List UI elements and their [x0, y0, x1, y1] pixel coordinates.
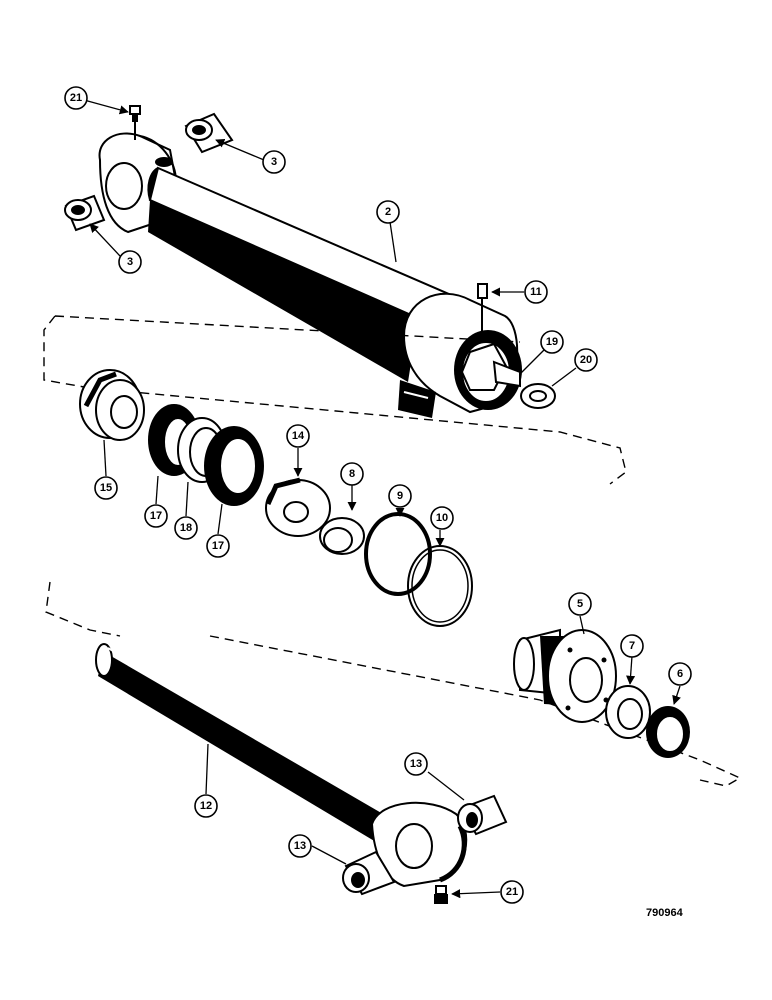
piston-seal-right	[204, 426, 264, 506]
svg-text:19: 19	[546, 336, 558, 348]
callout-6: 6	[668, 662, 692, 686]
bushing-top	[184, 112, 234, 154]
grease-fitting-top	[129, 105, 141, 140]
svg-text:17: 17	[212, 540, 224, 552]
svg-text:9: 9	[397, 490, 403, 502]
piston-nut	[79, 369, 145, 441]
svg-text:7: 7	[629, 640, 635, 652]
backup-washer-14	[265, 477, 331, 537]
wear-ring-8	[319, 517, 365, 555]
leader-lines	[83, 99, 681, 899]
callout-13-upper: 13	[404, 752, 428, 776]
svg-text:10: 10	[436, 512, 448, 524]
callout-12: 12	[194, 794, 218, 818]
cylinder-barrel	[98, 132, 522, 418]
svg-text:17: 17	[150, 510, 162, 522]
callout-13-lower: 13	[288, 834, 312, 858]
svg-text:3: 3	[271, 156, 277, 168]
svg-text:18: 18	[180, 522, 192, 534]
callout-20: 20	[574, 348, 598, 372]
callout-9: 9	[388, 484, 412, 508]
svg-text:2: 2	[385, 206, 391, 218]
svg-text:15: 15	[100, 482, 112, 494]
svg-text:14: 14	[292, 430, 305, 442]
grease-fitting-bottom	[434, 885, 448, 904]
rod-seal-7	[605, 685, 651, 739]
callout-3-left: 3	[118, 250, 142, 274]
rod-gland	[513, 628, 617, 723]
callout-18: 18	[174, 516, 198, 540]
figure-number: 790964	[646, 907, 683, 919]
callout-21-top: 21	[64, 86, 88, 110]
svg-text:6: 6	[677, 668, 683, 680]
callout-19: 19	[540, 330, 564, 354]
callout-10: 10	[430, 506, 454, 530]
callout-5: 5	[568, 592, 592, 616]
svg-text:20: 20	[580, 354, 592, 366]
svg-text:13: 13	[410, 758, 422, 770]
callout-17-right: 17	[206, 534, 230, 558]
callout-21-bottom: 21	[500, 880, 524, 904]
dashed-outline-lower	[45, 581, 742, 787]
callout-7: 7	[620, 634, 644, 658]
vent-plug	[477, 283, 488, 332]
svg-text:21: 21	[506, 886, 518, 898]
svg-text:3: 3	[127, 256, 133, 268]
svg-text:21: 21	[70, 92, 82, 104]
rod-wiper-6	[646, 706, 690, 758]
svg-text:11: 11	[530, 286, 542, 298]
callout-3-top: 3	[262, 150, 286, 174]
svg-text:13: 13	[294, 840, 306, 852]
svg-text:12: 12	[200, 800, 212, 812]
bushing-rod-lower	[342, 850, 396, 896]
dashed-outline-upper	[43, 315, 627, 485]
svg-text:5: 5	[577, 598, 583, 610]
callout-14: 14	[286, 424, 310, 448]
washer-20	[520, 383, 556, 409]
callout-17-left: 17	[144, 504, 168, 528]
bushing-left	[64, 194, 106, 232]
callout-2: 2	[376, 200, 400, 224]
callout-15: 15	[94, 476, 118, 500]
bushing-rod-upper	[457, 794, 508, 836]
callout-8: 8	[340, 462, 364, 486]
callout-11: 11	[524, 280, 548, 304]
svg-text:8: 8	[349, 468, 355, 480]
